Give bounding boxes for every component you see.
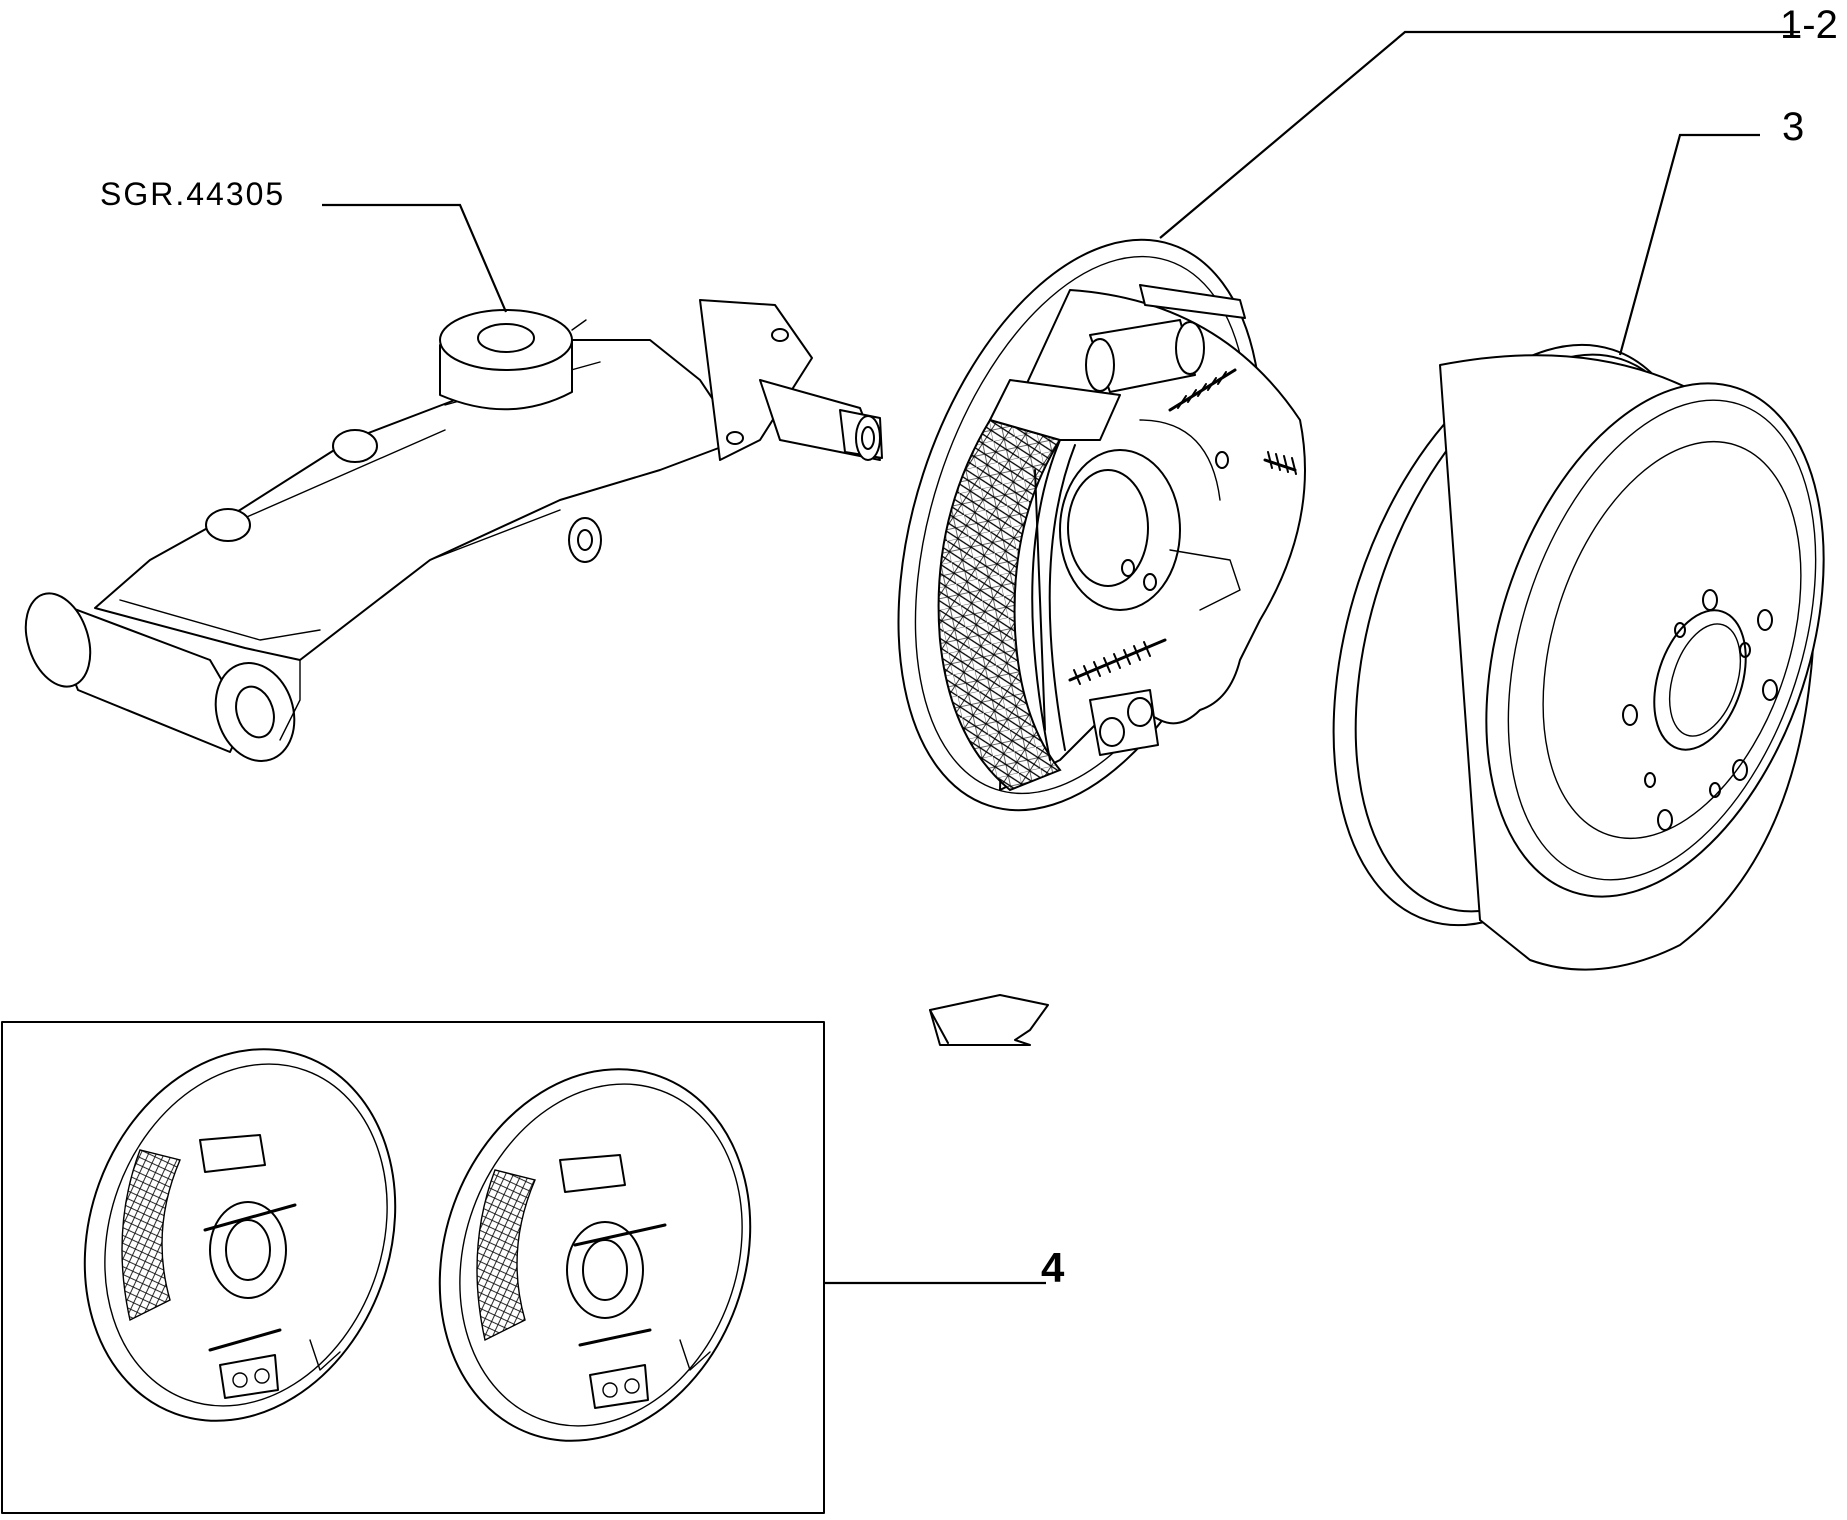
brake-drum	[1332, 343, 1825, 971]
brake-backing-plate-assembly	[897, 238, 1306, 812]
brake-kit-box	[1, 1021, 825, 1514]
hollow-arrow-down-left-icon	[929, 994, 1049, 1046]
callout-4-label: 4	[1041, 1244, 1065, 1291]
kit-assembly-right	[438, 1068, 752, 1442]
kit-assembly-left	[83, 1048, 397, 1422]
callout-3-label: 3	[1782, 105, 1804, 149]
leader-lines	[322, 30, 1800, 1285]
reference-code-label: SGR.44305	[100, 176, 285, 212]
callout-1-2-label: 1-2	[1780, 3, 1838, 47]
trailing-arm	[24, 299, 883, 762]
